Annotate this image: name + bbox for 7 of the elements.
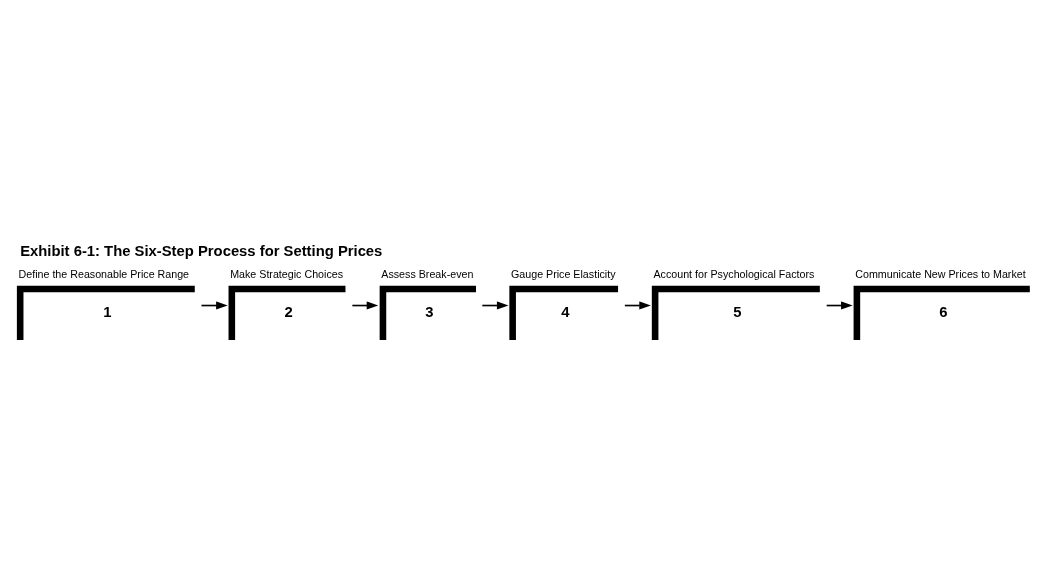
node-text: Account for Psychological Factors 5 <box>653 267 815 321</box>
node-text: Communicate New Prices to Market 6 <box>855 267 1026 321</box>
node-text: Define the Reasonable Price Range 1 <box>18 267 190 321</box>
node-text: Assess Break-even 3 <box>381 267 474 321</box>
node-text: Gauge Price Elasticity 4 <box>511 267 616 321</box>
node-text: Make Strategic Choices 2 <box>230 267 344 321</box>
diagram-title: Exhibit 6-1: The Six-Step Process for Setting Prices <box>20 242 383 259</box>
